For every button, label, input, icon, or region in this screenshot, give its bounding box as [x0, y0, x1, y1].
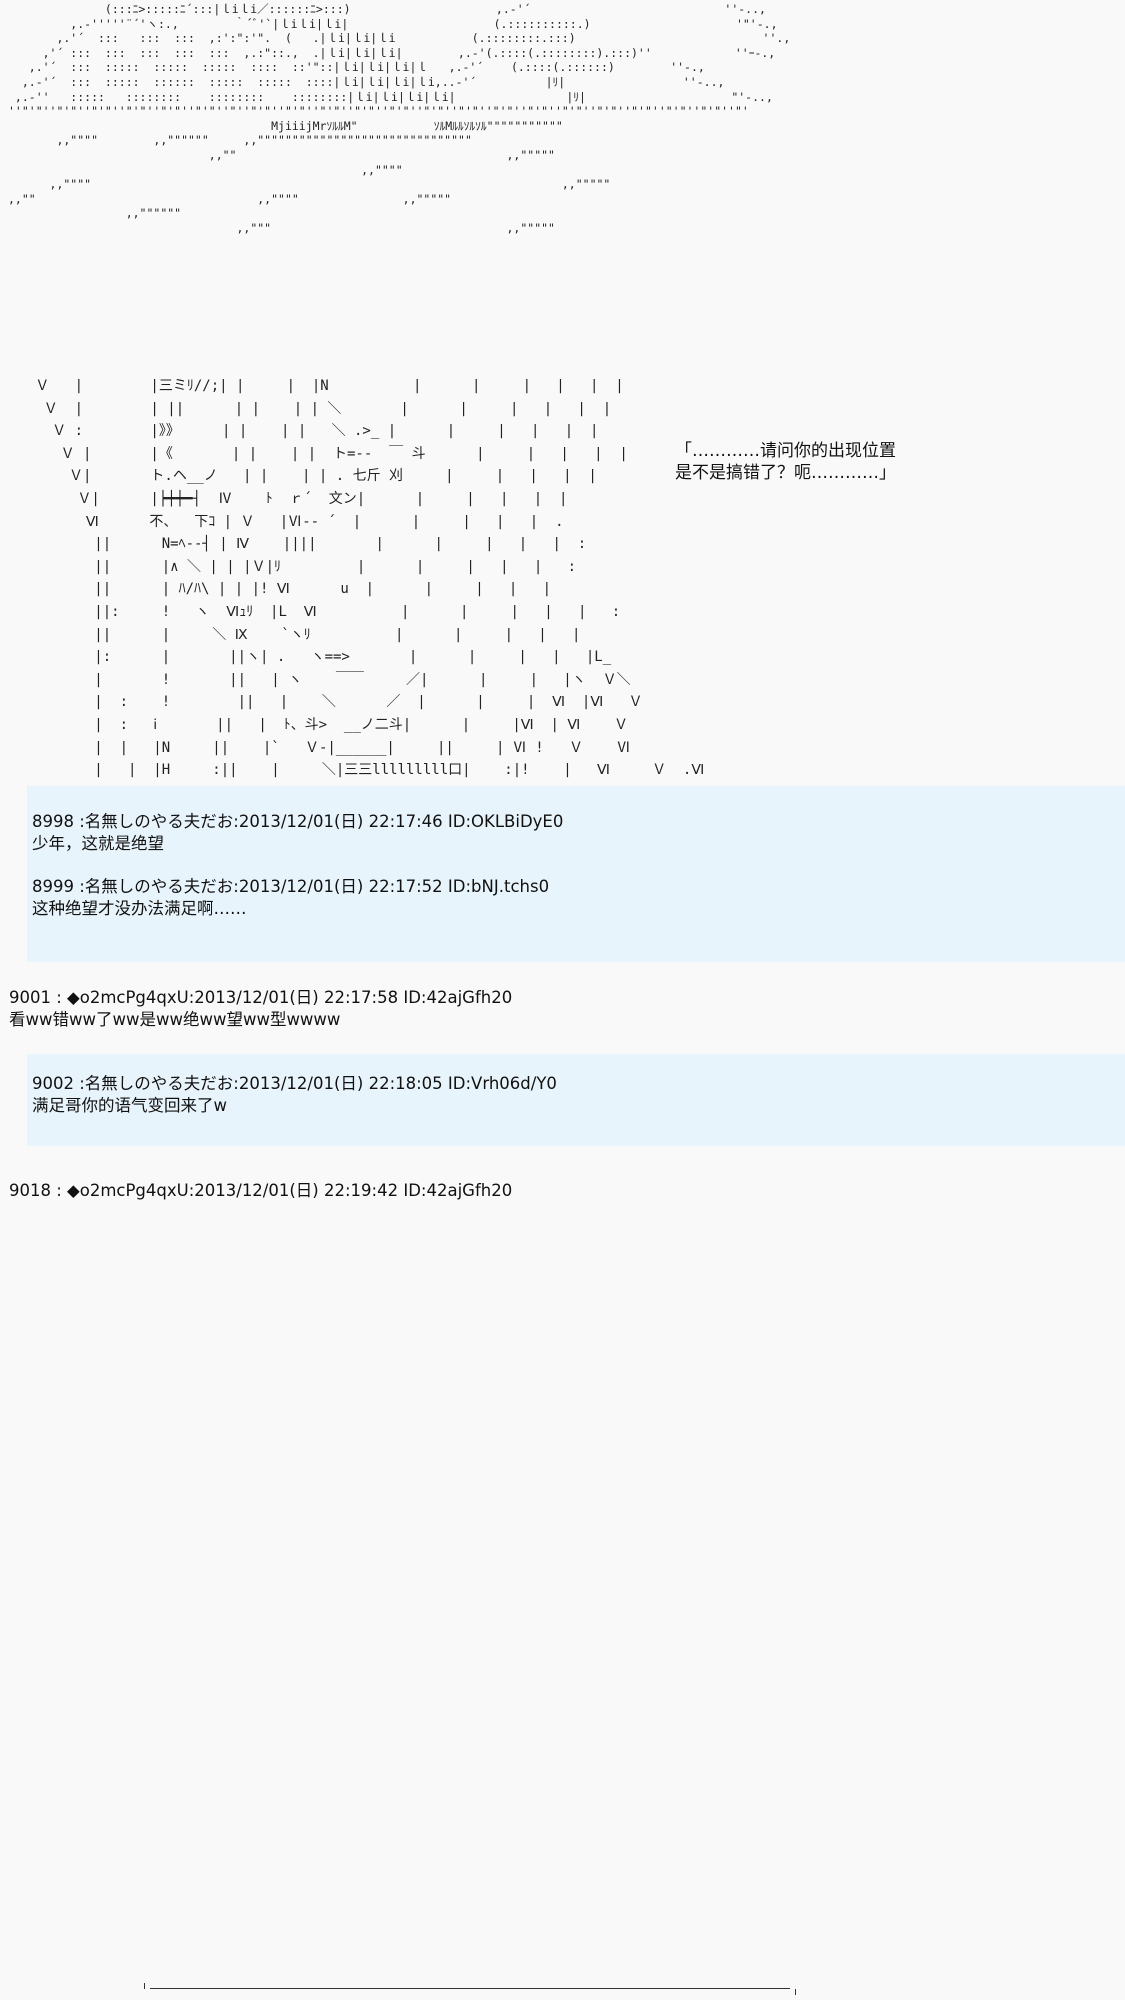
- post-body-9002: 满足哥你的语气变回来了w: [32, 1096, 227, 1115]
- quoted-post-box: [27, 1054, 1125, 1146]
- ascii-art-character: Ｖ | |三ミﾘ//;| | | |N | | | | | | Ｖ | | ||…: [35, 378, 705, 779]
- post-body-8998: 少年，这就是绝望: [32, 834, 164, 853]
- post-body-8999: 这种绝望才没办法满足啊……: [32, 899, 247, 918]
- post-header-8998: 8998 :名無しのやる夫だお:2013/12/01(日) 22:17:46 I…: [32, 812, 564, 831]
- post-body-9001: 看ww错ww了ww是ww绝ww望ww型wwww: [9, 1010, 341, 1029]
- ascii-art-landscape: (:::ﾆ>:::::ﾆ´:::|ｌiｌi／::::::ﾆ>:::) ,.-'´…: [8, 2, 791, 235]
- post-header-9018: 9018 : ◆o2mcPg4qxU:2013/12/01(日) 22:19:4…: [9, 1181, 513, 1200]
- post-header-8999: 8999 :名無しのやる夫だお:2013/12/01(日) 22:17:52 I…: [32, 877, 550, 896]
- ascii-art-frame-top: [144, 1983, 796, 1999]
- speech-bubble: 「…………请问你的出现位置 是不是搞错了？呃…………」: [675, 441, 896, 483]
- post-header-9001: 9001 : ◆o2mcPg4qxU:2013/12/01(日) 22:17:5…: [9, 988, 513, 1007]
- post-header-9002: 9002 :名無しのやる夫だお:2013/12/01(日) 22:18:05 I…: [32, 1074, 557, 1093]
- quoted-posts-box: [27, 786, 1125, 962]
